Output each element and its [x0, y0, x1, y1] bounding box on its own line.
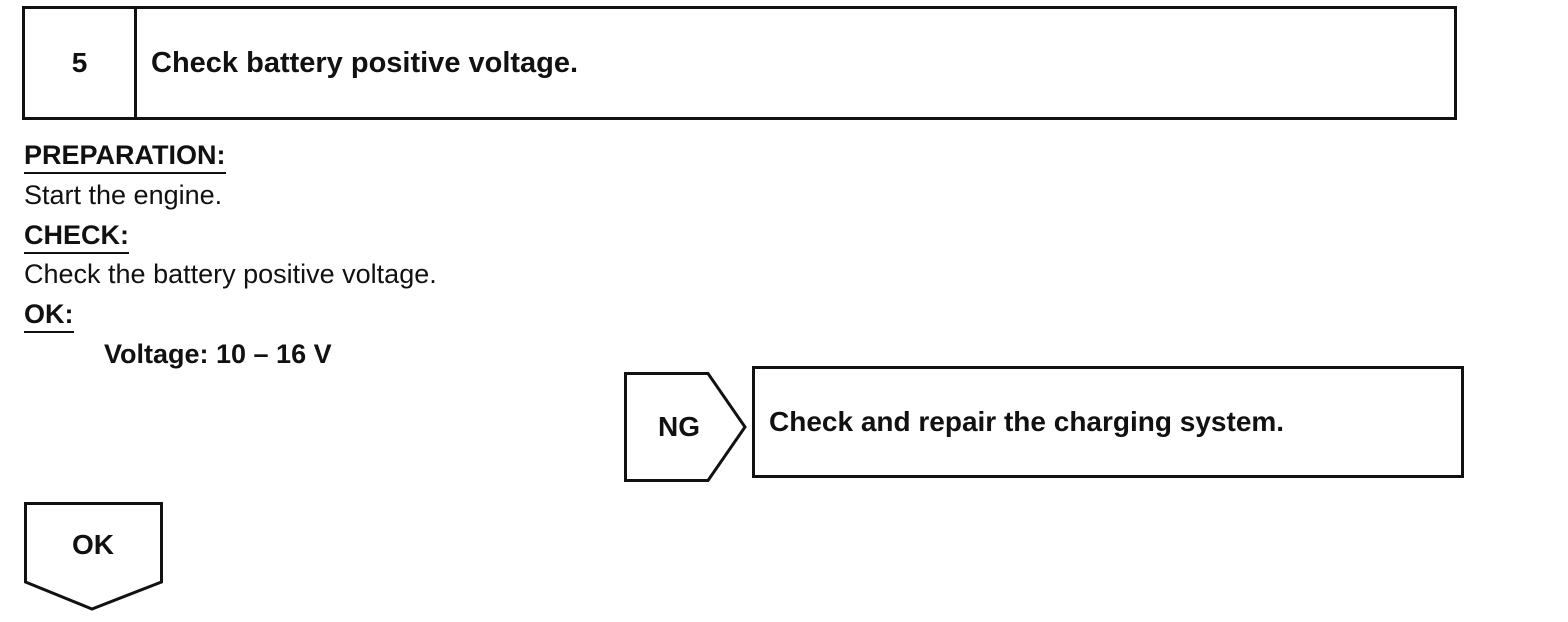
ng-action-box: Check and repair the charging system.: [752, 366, 1464, 478]
step-header-box: 5 Check battery positive voltage.: [22, 6, 1457, 120]
preparation-heading: PREPARATION:: [24, 140, 226, 174]
ok-heading: OK:: [24, 299, 74, 333]
ok-tag-label: OK: [72, 529, 114, 560]
ng-arrow-shape: [624, 372, 747, 482]
step-number: 5: [25, 9, 137, 117]
voltage-spec: Voltage: 10 – 16 V: [104, 339, 332, 369]
ok-arrow-shape: [24, 502, 163, 611]
preparation-text: Start the engine.: [24, 180, 223, 210]
check-heading: CHECK:: [24, 220, 129, 254]
check-text: Check the battery positive voltage.: [24, 259, 437, 289]
ng-tag-label: NG: [658, 411, 700, 442]
ng-action-text: Check and repair the charging system.: [769, 406, 1285, 437]
ng-branch-tag: NG: [624, 372, 748, 482]
step-title: Check battery positive voltage.: [151, 46, 579, 79]
ok-branch-tag: OK: [24, 502, 164, 612]
